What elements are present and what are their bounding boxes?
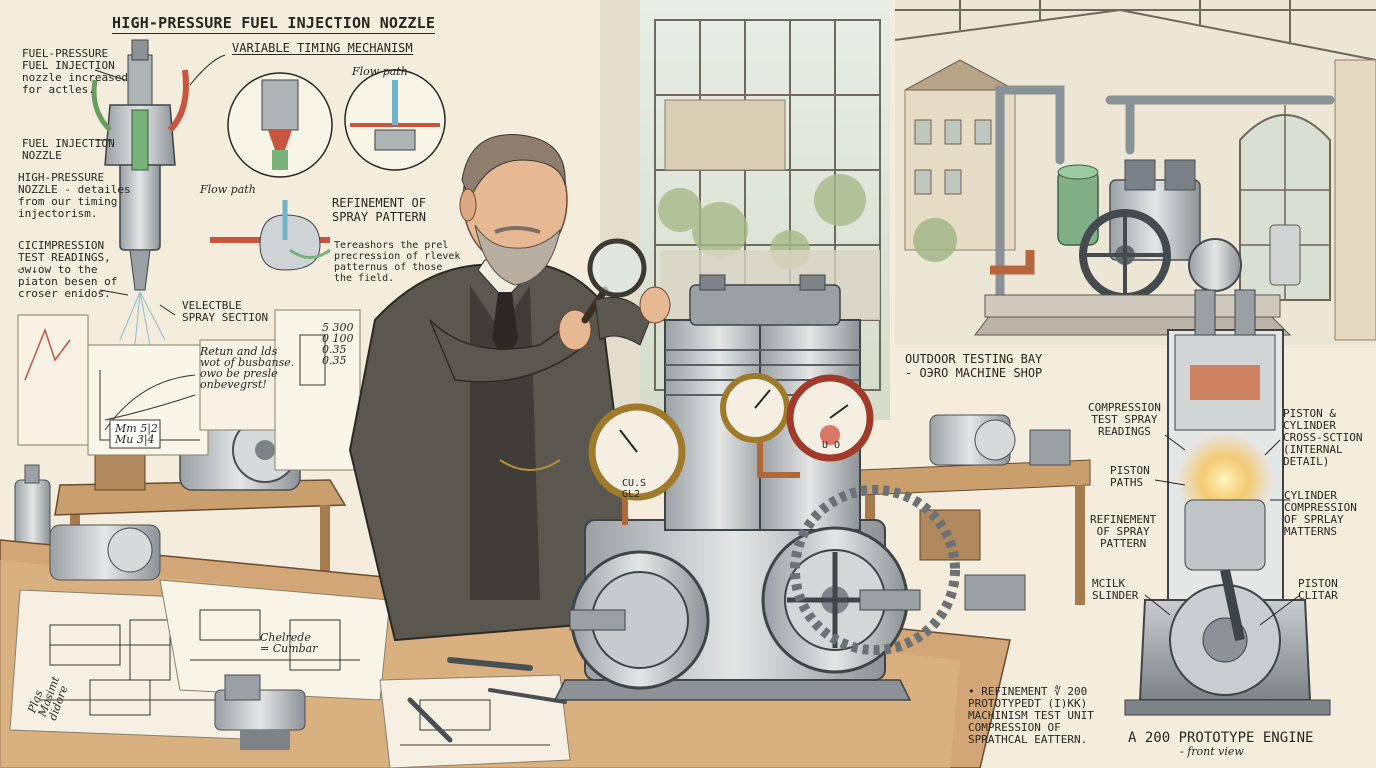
label-refinement: REFINEMENT OF SPRAY PATTERN: [1090, 513, 1157, 550]
flow-path-label-lower: Flow path: [200, 183, 256, 196]
note-injection-nozzle: FUEL INJECTION NOZZLE: [22, 137, 115, 162]
piston-cylinder-cross-section: [1124, 289, 1331, 716]
engineer-figure: [348, 134, 671, 642]
label-mcilk-slinder: MCILK SLINDER: [1092, 577, 1139, 602]
foreground-table: [0, 524, 1011, 768]
graph-sketch-note: Retun and lds wot of busbanse. owo be pr…: [200, 345, 295, 391]
main-prototype-engine: [553, 274, 960, 701]
label-piston-clitar: PISTON CLITAR: [1298, 577, 1338, 602]
flow-path-detail: [210, 200, 331, 271]
prototype-refinement-note: • REFINEMENT ∜ 200 PROTOTYPEDT (I)KK) MA…: [968, 685, 1094, 746]
right-gauge-text: U O: [822, 440, 841, 451]
wall-sketches: [17, 309, 361, 471]
timing-panel-title: VARIABLE TIMING MECHANISM: [232, 41, 413, 55]
nozzle-diagram: [91, 39, 226, 346]
front-view-caption: - front view: [1180, 745, 1244, 758]
outdoor-testing-bay: [894, 0, 1376, 345]
note-spray-section: VELECTBLE SPRAY SECTION: [182, 299, 269, 324]
refinement-spray-note: Tereashors the prel precression of rleve…: [334, 240, 461, 284]
label-piston-paths: PISTON PATHS: [1110, 464, 1150, 489]
flow-path-label-top: Flow path: [352, 65, 408, 78]
prototype-engine-caption: A 200 PROTOTYPE ENGINE: [1128, 730, 1314, 746]
note-compression-readings: CICIMPRESSION TEST READINGS, ↺w↓ow to th…: [18, 239, 118, 300]
refinement-spray-title: REFINEMENT OF SPRAY PATTERN: [332, 196, 426, 224]
scale-values-note: 5 300 0 100 0.35 0.35: [322, 321, 354, 367]
label-piston-cylinder: PISTON & CYLINDER CROSS-SCTION (INTERNAL…: [1283, 407, 1363, 468]
right-workbench: [859, 414, 1091, 611]
note-fuel-pressure: FUEL-PRESSURE FUEL INJECTION nozzle incr…: [22, 47, 128, 96]
nozzle-panel-title: HIGH-PRESSURE FUEL INJECTION NOZZLE: [112, 14, 436, 34]
label-cylinder-compression: CYLINDER COMPRESSION OF SPRLAY MATTERNS: [1284, 489, 1357, 538]
timing-mechanism-detail: [227, 69, 446, 178]
left-gauge-text: CU.S GL2: [622, 478, 647, 500]
label-compression-test: COMPRESSION TEST SPRAY READINGS: [1088, 401, 1161, 438]
note-high-pressure-nozzle: HIGH-PRESSURE NOZZLE - detailes from our…: [18, 171, 131, 220]
testing-bay-caption: OUTDOOR TESTING BAY - OЭRO MACHINE SHOP: [905, 352, 1043, 380]
blueprint-note-b: Chelrede = Cumbar: [260, 631, 318, 655]
chart-box-note: Mm 5|2 Mu 3|4: [115, 422, 158, 446]
